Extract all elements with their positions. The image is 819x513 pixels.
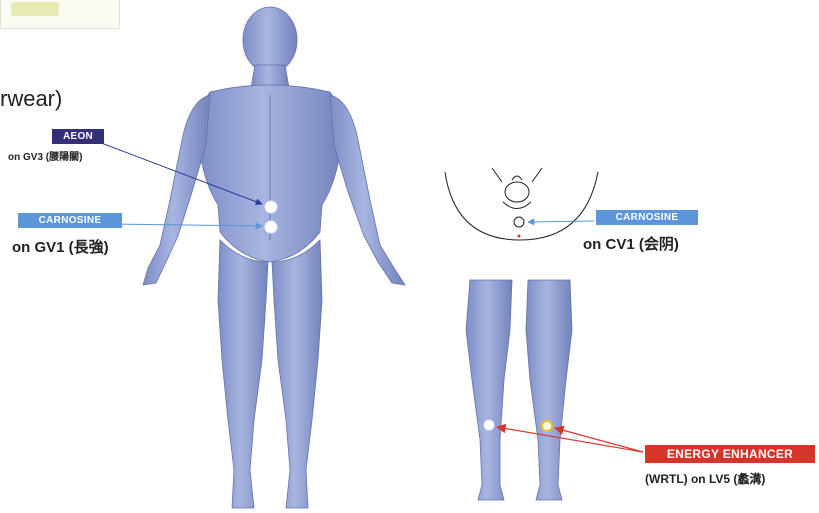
- carnosine-cv1-tag: CARNOSINE: [596, 210, 698, 225]
- partial-heading: rwear): [0, 86, 62, 112]
- point-gv3: [265, 201, 277, 213]
- perineum-view: [445, 168, 598, 240]
- point-cv1: [514, 217, 524, 227]
- carnosine-cv1-arrow: [528, 221, 594, 222]
- perineum-dot: [518, 235, 521, 238]
- energy-enhancer-tag: ENERGY ENHANCER: [645, 445, 815, 463]
- point-gv1: [265, 221, 277, 233]
- carnosine-cv1-caption: on CV1 (会阴): [583, 233, 679, 254]
- aeon-caption: on GV3 (腰陽關): [8, 148, 82, 163]
- back-view-figure: [143, 7, 405, 508]
- point-lv5-left: [484, 420, 494, 430]
- energy-arrow-right: [555, 428, 643, 452]
- energy-enhancer-caption: (WRTL) on LV5 (蠡溝): [645, 470, 765, 487]
- energy-arrow-left: [497, 427, 643, 452]
- lower-legs-view: [466, 280, 572, 500]
- carnosine-gv1-tag: CARNOSINE: [18, 213, 122, 228]
- point-lv5-right: [542, 421, 552, 431]
- carnosine-gv1-caption: on GV1 (長強): [12, 236, 109, 257]
- aeon-tag: AEON: [52, 129, 104, 144]
